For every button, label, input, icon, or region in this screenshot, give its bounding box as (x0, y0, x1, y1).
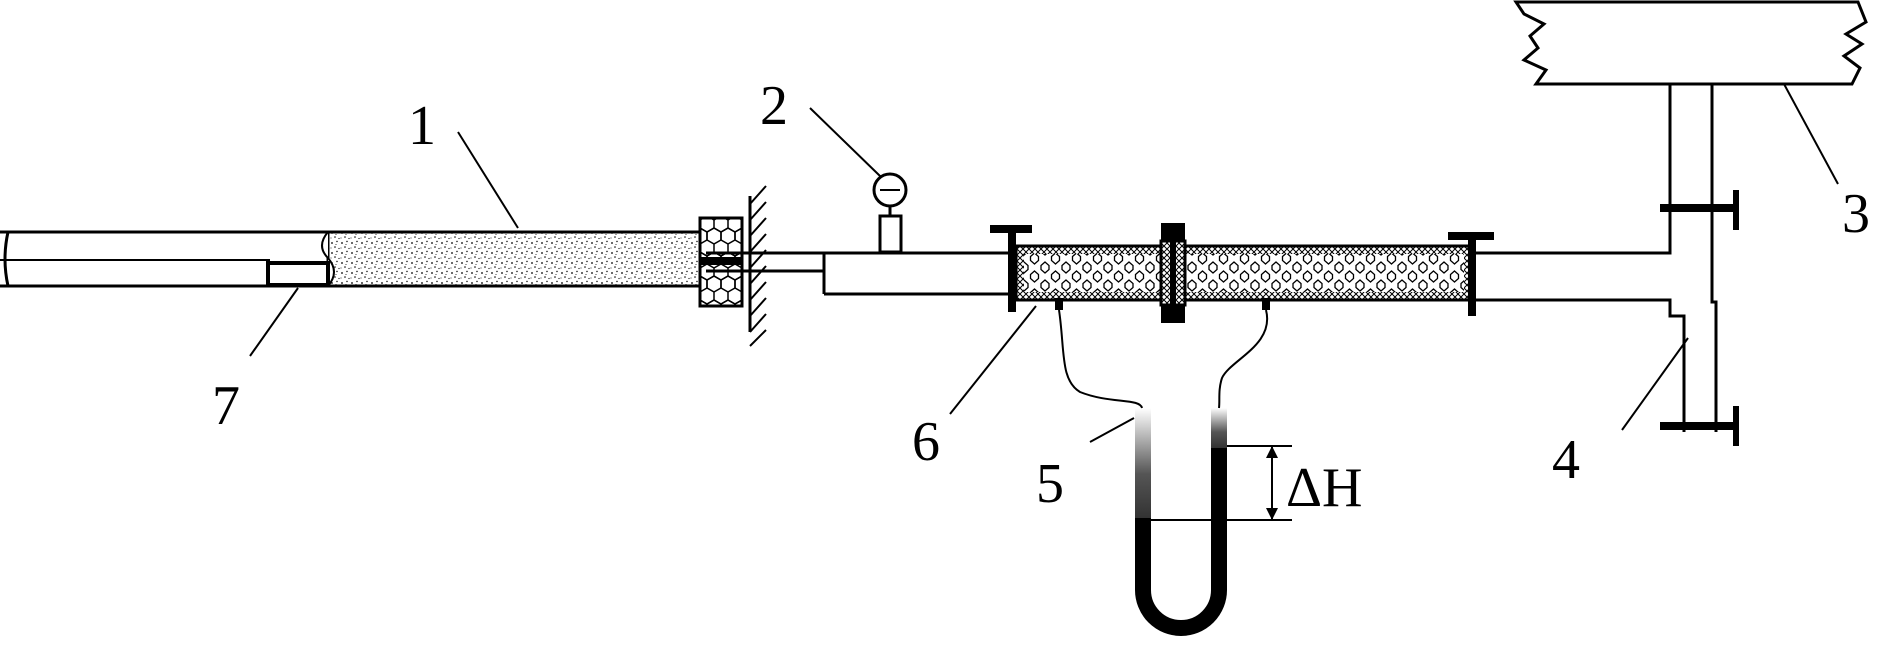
piston (266, 261, 330, 287)
label-5: 5 (1036, 453, 1064, 515)
sand-packing (326, 230, 702, 288)
label-delta-h: ΔH (1286, 457, 1362, 519)
pressure-taps (1055, 298, 1270, 310)
pipe-section-gauge (822, 251, 1010, 296)
manometer-leads (1058, 309, 1269, 409)
test-section-flange-right (1448, 232, 1494, 316)
label-6: 6 (912, 411, 940, 473)
upper-reservoir (1513, 0, 1868, 86)
wall-mount (748, 185, 767, 347)
pressure-gauge (872, 172, 908, 254)
center-coupling (1159, 223, 1187, 323)
u-tube-manometer (1135, 408, 1227, 636)
lower-valve (1660, 406, 1739, 446)
delta-h-indicator (1227, 445, 1292, 521)
end-plug (698, 216, 744, 308)
label-7: 7 (212, 375, 240, 437)
outlet-pipe (1476, 84, 1718, 432)
label-3: 3 (1842, 183, 1870, 245)
connector-rod (706, 251, 824, 273)
upper-valve (1660, 190, 1739, 230)
test-section-flange-left (990, 225, 1032, 312)
label-2: 2 (760, 75, 788, 137)
leader-lines (249, 83, 1839, 443)
left-sand-tube (0, 230, 702, 288)
label-4: 4 (1552, 429, 1580, 491)
test-section-packing (1014, 244, 1474, 302)
label-1: 1 (408, 95, 436, 157)
